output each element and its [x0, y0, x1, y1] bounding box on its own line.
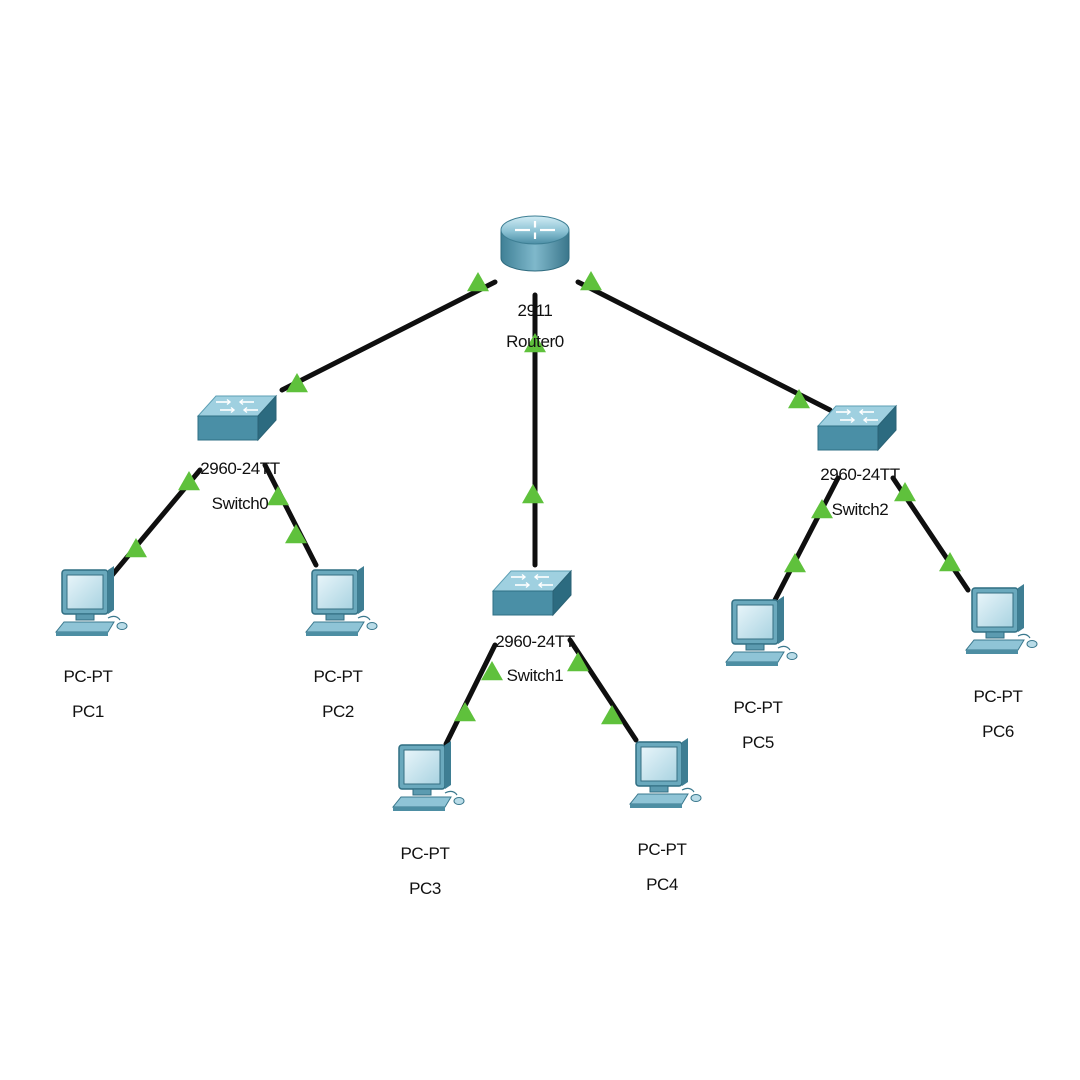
link-switch1-pc3[interactable] [443, 642, 498, 747]
port-status-up-pc1 [125, 538, 147, 558]
link-switch0-pc2[interactable] [262, 462, 319, 568]
port-status-up-switch0 [267, 486, 289, 506]
device-model-label: PC-PT [637, 840, 686, 859]
pc-icon[interactable] [304, 566, 378, 636]
port-status-up-switch0 [178, 471, 200, 491]
device-pc2[interactable]: PC-PT PC2 [304, 566, 378, 721]
device-name-label: PC1 [72, 702, 104, 721]
device-name-label: PC3 [409, 879, 441, 898]
port-status-up-switch0 [286, 373, 308, 393]
device-model-label: PC-PT [973, 687, 1022, 706]
pc-icon[interactable] [964, 584, 1038, 654]
port-status-layer [125, 271, 961, 725]
port-status-up-switch1 [481, 661, 503, 681]
device-model-label: PC-PT [733, 698, 782, 717]
device-pc1[interactable]: PC-PT PC1 [54, 566, 128, 721]
switch-icon[interactable] [491, 569, 573, 617]
device-name-label: PC6 [982, 722, 1014, 741]
switch-icon[interactable] [816, 404, 898, 452]
link-switch1-pc4[interactable] [567, 637, 639, 743]
device-model-label: 2960-24TT [495, 632, 575, 651]
device-switch0[interactable]: 2960-24TT Switch0 [196, 394, 280, 513]
port-status-up-switch2 [894, 482, 916, 502]
device-name-label: Switch0 [212, 494, 269, 513]
router-icon[interactable] [500, 215, 570, 272]
device-name-label: Switch2 [832, 500, 889, 519]
link-switch2-pc5[interactable] [772, 475, 841, 603]
device-pc4[interactable]: PC-PT PC4 [628, 738, 702, 894]
port-status-up-pc5 [784, 553, 806, 573]
link-router0-switch0[interactable] [279, 279, 498, 393]
device-name-label: Switch1 [507, 666, 564, 685]
port-status-up-pc6 [939, 552, 961, 572]
device-name-label: PC5 [742, 733, 774, 752]
device-model-label: 2960-24TT [200, 459, 280, 478]
port-status-up-pc3 [454, 702, 476, 722]
link-router0-switch2[interactable] [575, 279, 833, 413]
port-status-up-router0 [524, 333, 546, 353]
port-status-up-switch1 [567, 652, 589, 672]
device-model-label: PC-PT [313, 667, 362, 686]
pc-icon[interactable] [628, 738, 702, 808]
device-model-label: PC-PT [400, 844, 449, 863]
device-model-label: PC-PT [63, 667, 112, 686]
port-status-up-switch1 [522, 484, 544, 504]
device-switch2[interactable]: 2960-24TT Switch2 [816, 404, 900, 519]
device-model-label: 2960-24TT [820, 465, 900, 484]
device-name-label: Router0 [506, 332, 564, 351]
device-pc5[interactable]: PC-PT PC5 [724, 596, 798, 752]
port-status-up-switch2 [788, 389, 810, 409]
pc-icon[interactable] [724, 596, 798, 666]
port-status-up-pc2 [285, 524, 307, 544]
device-pc3[interactable]: PC-PT PC3 [391, 741, 465, 898]
device-model-label: 2911 [518, 301, 553, 320]
device-pc6[interactable]: PC-PT PC6 [964, 584, 1038, 741]
pc-icon[interactable] [54, 566, 128, 636]
device-name-label: PC4 [646, 875, 678, 894]
device-switch1[interactable]: 2960-24TT Switch1 [491, 569, 575, 685]
pc-icon[interactable] [391, 741, 465, 811]
device-name-label: PC2 [322, 702, 354, 721]
port-status-up-router0 [580, 271, 602, 291]
port-status-up-router0 [467, 272, 489, 292]
switch-icon[interactable] [196, 394, 278, 442]
port-status-up-pc4 [601, 705, 623, 725]
port-status-up-switch2 [811, 499, 833, 519]
